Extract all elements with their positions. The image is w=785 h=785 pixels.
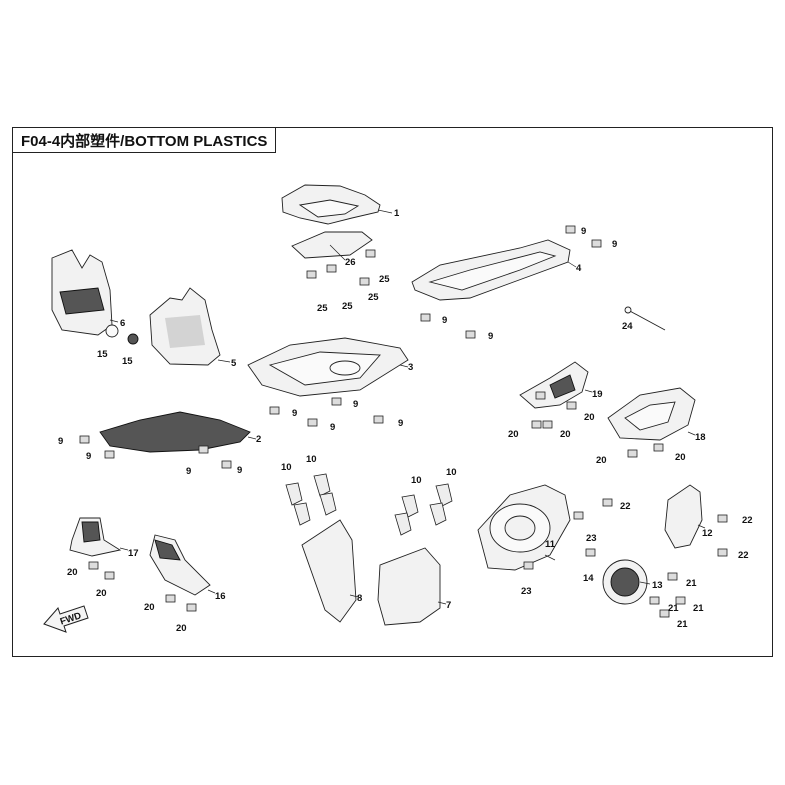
fwd-arrow: FWD [43,605,89,633]
label-part-11: 11 [545,539,556,550]
label-bolt-21: 21 [693,603,704,614]
label-screw-25: 25 [368,292,379,303]
label-bolt-9: 9 [442,315,447,326]
label-part-17: 17 [128,548,139,559]
part-26-bracket [291,231,373,261]
label-part-26: 26 [345,257,356,268]
label-part-3: 3 [408,362,413,373]
label-screw-25: 25 [342,301,353,312]
label-part-6: 6 [120,318,125,329]
label-bolt-9: 9 [353,399,358,410]
label-bolt-9: 9 [58,436,63,447]
part-8-inner-panel [301,519,359,623]
part-18-rear-skid [607,387,696,441]
label-clip-10: 10 [411,475,422,486]
callout-labels: 1 2 3 4 5 6 7 8 11 12 13 14 15 15 16 17 … [58,208,753,634]
part-4-skid-rail [411,239,577,301]
part-12-side-guard [664,484,706,549]
part-17-guard [69,517,129,557]
label-part-12: 12 [702,528,713,539]
part-6-front-cowl [51,249,119,336]
label-part-15a: 15 [97,349,108,360]
label-part-8: 8 [357,593,362,604]
label-part-2: 2 [256,434,261,445]
label-part-1: 1 [394,208,400,219]
label-part-14: 14 [583,573,594,584]
label-bolt-9: 9 [86,451,91,462]
label-bolt-9: 9 [237,465,242,476]
diagram-frame [12,127,773,657]
label-bolt-9: 9 [488,331,493,342]
diagram-title: F04-4内部塑件/BOTTOM PLASTICS [12,127,277,153]
label-bolt-9: 9 [330,422,335,433]
label-part-13: 13 [652,580,663,591]
part-1-upper-cover [281,184,393,225]
label-part-18: 18 [695,432,706,443]
label-nut-22: 22 [742,515,753,526]
label-part-5: 5 [231,358,237,369]
label-bolt-20: 20 [584,412,595,423]
part-5-side-panel [149,287,231,366]
label-bolt-23: 23 [521,586,532,597]
label-part-24: 24 [622,321,633,332]
label-bolt-9: 9 [581,226,586,237]
label-bolt-9: 9 [398,418,403,429]
label-bolt-9: 9 [612,239,617,250]
label-part-7: 7 [446,600,451,611]
label-bolt-20: 20 [508,429,519,440]
label-nut-22: 22 [620,501,631,512]
part-11-cvt-cover [477,484,571,571]
label-clip-10: 10 [306,454,317,465]
label-bolt-23: 23 [586,533,597,544]
part-7-inner-panel [377,547,447,626]
label-part-19: 19 [592,389,603,400]
label-screw-25: 25 [317,303,328,314]
label-clip-10: 10 [446,467,457,478]
label-bolt-20: 20 [144,602,155,613]
part-13-round-cover [602,559,651,605]
label-bolt-20: 20 [675,452,686,463]
label-bolt-9: 9 [186,466,191,477]
part-3-skid-plate [247,337,409,397]
label-nut-22: 22 [738,550,749,561]
part-2-lower-skid [99,411,257,453]
bolt-set [79,225,728,618]
label-part-4: 4 [576,263,582,274]
label-bolt-20: 20 [596,455,607,466]
label-bolt-21: 21 [677,619,688,630]
label-bolt-9: 9 [292,408,297,419]
label-bolt-20: 20 [560,429,571,440]
part-24-rod [624,306,666,331]
label-part-16: 16 [215,591,226,602]
label-bolt-20: 20 [67,567,78,578]
part-19-bracket [519,361,593,409]
label-part-15b: 15 [122,356,133,367]
part-16-guard [149,534,216,596]
label-clip-10: 10 [281,462,292,473]
label-bolt-21: 21 [668,603,679,614]
part-15-grommets [105,324,139,345]
label-screw-25: 25 [379,274,390,285]
label-bolt-20: 20 [176,623,187,634]
label-bolt-21: 21 [686,578,697,589]
label-bolt-20: 20 [96,588,107,599]
